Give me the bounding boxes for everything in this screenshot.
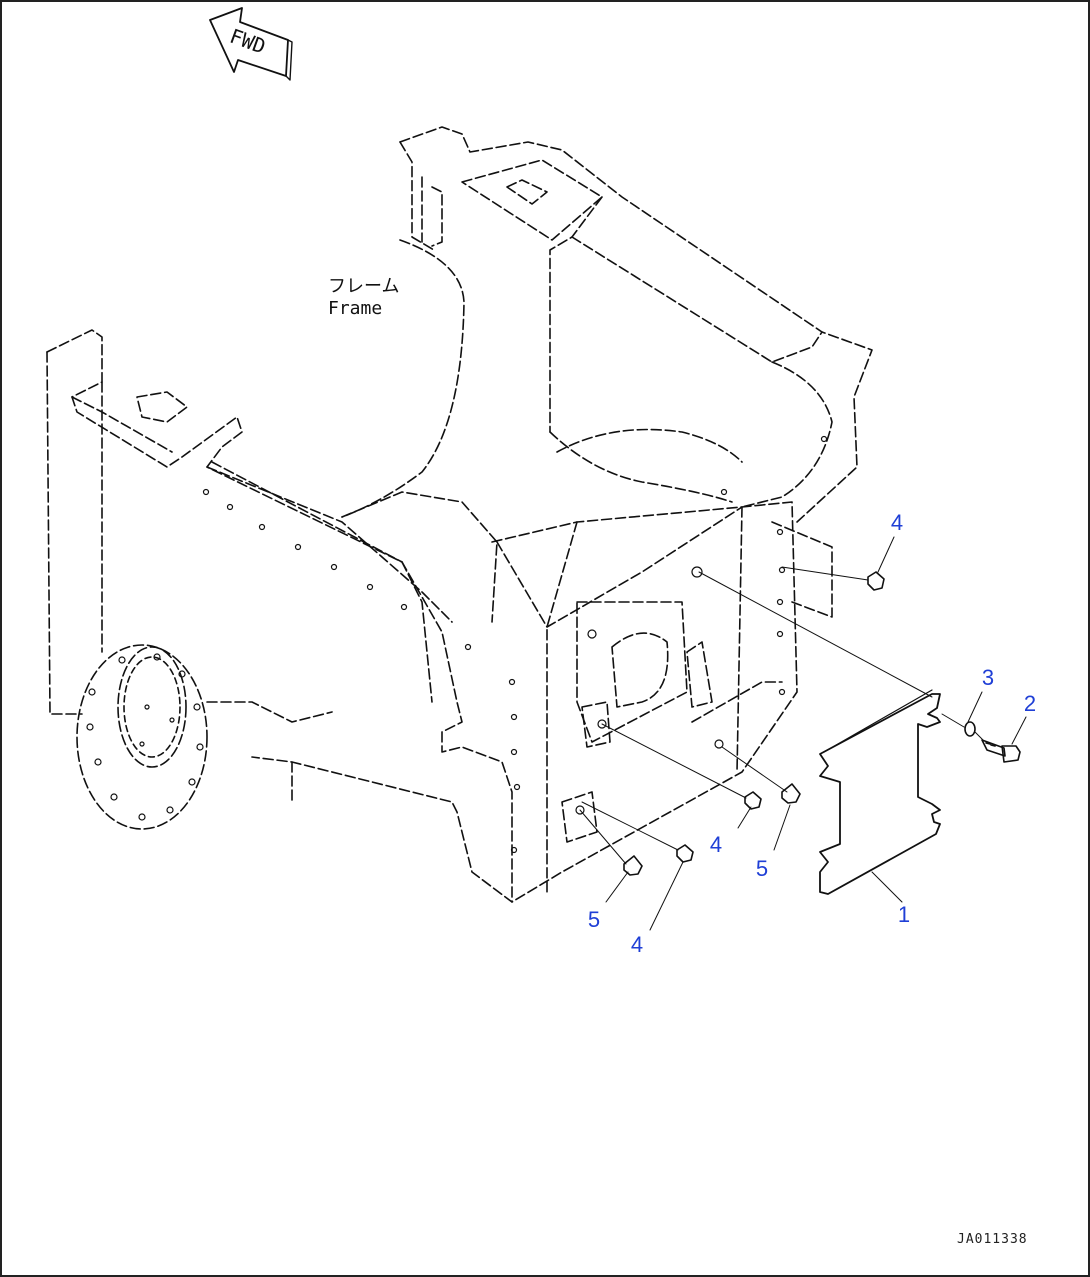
callout-3: 3: [981, 665, 995, 690]
plugs-parts-4-5: [623, 571, 885, 876]
callout-4-upper: 4: [890, 510, 904, 535]
frame-holes: [86, 435, 828, 854]
fwd-arrow-icon: FWD: [209, 7, 293, 81]
drawing-id: JA011338: [957, 1232, 1028, 1247]
frame-label-jp: フレーム: [328, 276, 400, 297]
callout-4-middle: 4: [709, 832, 723, 857]
callout-5-right: 5: [755, 856, 769, 881]
leader-lines: [579, 536, 1027, 931]
bolt-part-2: [981, 739, 1021, 763]
callout-2: 2: [1023, 691, 1037, 716]
washer-part-3: [964, 721, 976, 737]
frame-label-en: Frame: [328, 298, 383, 319]
callout-1: 1: [897, 902, 911, 927]
callout-5-left: 5: [587, 907, 601, 932]
callout-4-lower: 4: [630, 932, 644, 957]
fwd-label: FWD: [227, 24, 269, 59]
plate-part-1: [819, 689, 941, 895]
frame-body: [46, 126, 873, 903]
